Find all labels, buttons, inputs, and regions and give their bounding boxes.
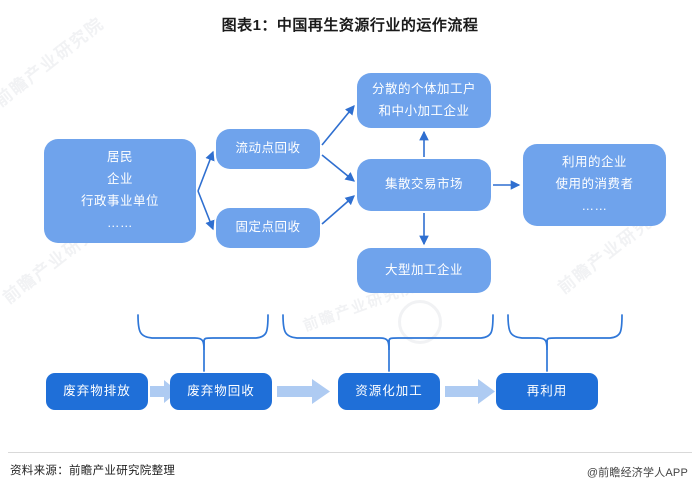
node-sources-line-3: 行政事业单位	[80, 194, 159, 208]
chain-arrow-3-icon	[445, 379, 495, 404]
chain-step-2-label: 废弃物回收	[187, 383, 255, 398]
node-end-users-line-3: ……	[581, 198, 608, 213]
node-trading-market-label: 集散交易市场	[384, 177, 463, 192]
node-sources-line-1: 居民	[106, 150, 133, 165]
brace-processing	[282, 314, 494, 351]
node-end-users[interactable]: 利用的企业 使用的消费者 ……	[523, 144, 666, 226]
node-fixed-recovery[interactable]: 固定点回收	[216, 208, 320, 248]
chain-step-3-label: 资源化加工	[355, 383, 423, 398]
node-trading-market[interactable]: 集散交易市场	[357, 159, 491, 211]
brace-reuse	[507, 314, 623, 351]
edge-mobile-to-small-processors	[321, 105, 355, 146]
edge-sources-to-fixed	[197, 190, 215, 231]
chain-step-resource-processing[interactable]: 资源化加工	[338, 373, 440, 410]
node-large-processors-label: 大型加工企业	[384, 262, 463, 277]
chain-step-waste-discharge[interactable]: 废弃物排放	[46, 373, 148, 410]
edge-mobile-to-market	[321, 154, 355, 182]
node-waste-sources[interactable]: 居民 企业 行政事业单位 ……	[44, 139, 196, 243]
node-fixed-recovery-label: 固定点回收	[235, 220, 301, 235]
source-note: 资料来源：前瞻产业研究院整理	[10, 465, 176, 477]
node-sources-line-4: ……	[107, 215, 133, 230]
brace-collection	[137, 314, 269, 351]
chain-arrow-2-icon	[277, 379, 330, 404]
node-end-users-line-2: 使用的消费者	[555, 177, 634, 192]
chain-step-reuse[interactable]: 再利用	[496, 373, 598, 410]
edge-sources-to-mobile	[197, 150, 215, 192]
watermark-logo-icon	[398, 300, 442, 344]
node-small-processors-line-1: 分散的个体加工户	[371, 81, 476, 96]
node-large-processors[interactable]: 大型加工企业	[357, 248, 491, 293]
node-small-processors[interactable]: 分散的个体加工户 和中小加工企业	[357, 73, 491, 128]
node-mobile-recovery-label: 流动点回收	[235, 141, 301, 156]
node-small-processors-line-2: 和中小加工企业	[378, 103, 470, 118]
chain-step-4-label: 再利用	[526, 383, 568, 398]
footer-divider	[8, 452, 692, 453]
node-end-users-line-1: 利用的企业	[561, 155, 627, 170]
edge-fixed-to-market	[321, 195, 355, 225]
page-title: 图表1：中国再生资源行业的运作流程	[221, 17, 479, 34]
chain-step-1-label: 废弃物排放	[63, 383, 131, 398]
chain-step-waste-collection[interactable]: 废弃物回收	[170, 373, 272, 410]
node-mobile-recovery[interactable]: 流动点回收	[216, 129, 320, 169]
node-sources-line-2: 企业	[106, 172, 133, 187]
app-credit: @前瞻经济学人APP	[586, 467, 688, 479]
